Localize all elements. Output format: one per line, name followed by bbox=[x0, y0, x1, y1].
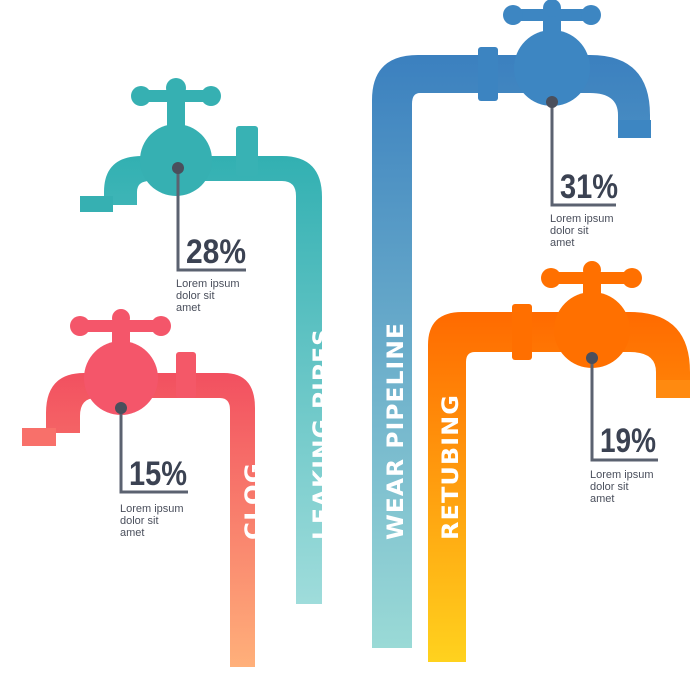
callout-line bbox=[550, 102, 616, 207]
desc-line: dolor sit bbox=[176, 290, 215, 302]
valve-stem bbox=[112, 330, 130, 352]
pipe-label-wear: WEAR PIPELINE bbox=[384, 322, 409, 540]
desc-line: amet bbox=[120, 527, 144, 539]
value-clog: 15% bbox=[129, 455, 187, 493]
valve-body bbox=[140, 124, 212, 196]
callout-retubing bbox=[590, 358, 658, 462]
callout-wear bbox=[550, 102, 616, 207]
handle-knob bbox=[70, 316, 90, 336]
desc-retubing: Lorem ipsum dolor sit amet bbox=[590, 469, 654, 505]
faucet-retubing bbox=[428, 261, 690, 662]
desc-line: amet bbox=[590, 493, 614, 505]
desc-line: amet bbox=[550, 237, 574, 249]
valve-stem bbox=[167, 102, 185, 128]
spout-tip bbox=[22, 428, 56, 446]
handle-knob bbox=[151, 316, 171, 336]
handle-knob bbox=[166, 78, 186, 98]
faucet-leaking-pipes bbox=[80, 78, 322, 604]
handle-knob bbox=[112, 309, 130, 327]
desc-line: Lorem ipsum bbox=[176, 278, 240, 290]
pipe-collar bbox=[176, 352, 196, 398]
callout-line bbox=[590, 358, 658, 462]
pipe-collar bbox=[236, 126, 258, 176]
desc-line: Lorem ipsum bbox=[590, 469, 654, 481]
pipe-retubing bbox=[428, 312, 690, 662]
handle-knob bbox=[131, 86, 151, 106]
handle-knob bbox=[543, 0, 561, 17]
desc-leaking: Lorem ipsum dolor sit amet bbox=[176, 278, 240, 314]
desc-wear: Lorem ipsum dolor sit amet bbox=[550, 213, 614, 249]
desc-line: dolor sit bbox=[590, 481, 629, 493]
desc-line: Lorem ipsum bbox=[120, 503, 184, 515]
desc-line: amet bbox=[176, 302, 200, 314]
pipe-wear bbox=[372, 55, 650, 648]
pipe-label-clog: CLOG bbox=[242, 462, 267, 540]
handle-knob bbox=[622, 268, 642, 288]
spout-tip bbox=[656, 380, 690, 398]
pipe-clog bbox=[46, 373, 255, 667]
handle-knob bbox=[581, 5, 601, 25]
callout-dot bbox=[586, 352, 598, 364]
callout-dot bbox=[546, 96, 558, 108]
faucet-clog bbox=[22, 309, 255, 667]
pipe-label-leaking: LEAKING PIPES bbox=[310, 328, 335, 540]
handle-knob bbox=[201, 86, 221, 106]
value-retubing: 19% bbox=[600, 422, 656, 460]
value-wear: 31% bbox=[560, 168, 618, 206]
callout-dot bbox=[172, 162, 184, 174]
spout-tip bbox=[80, 196, 113, 212]
valve-body bbox=[84, 341, 158, 415]
desc-line: dolor sit bbox=[550, 225, 589, 237]
callout-line bbox=[119, 408, 188, 494]
valve-body bbox=[514, 30, 590, 106]
spout-tip bbox=[618, 120, 651, 138]
desc-line: dolor sit bbox=[120, 515, 159, 527]
valve-body bbox=[554, 292, 630, 368]
pipe-leaking bbox=[104, 156, 322, 604]
desc-line: Lorem ipsum bbox=[550, 213, 614, 225]
callout-line bbox=[176, 168, 246, 272]
faucet-wear-pipeline bbox=[372, 0, 651, 648]
valve-stem bbox=[543, 18, 561, 40]
pipe-collar bbox=[512, 304, 532, 360]
desc-clog: Lorem ipsum dolor sit amet bbox=[120, 503, 184, 539]
handle-knob bbox=[583, 261, 601, 279]
value-leaking: 28% bbox=[186, 233, 246, 271]
handle-knob bbox=[503, 5, 523, 25]
callout-leaking bbox=[176, 168, 246, 272]
callout-clog bbox=[119, 408, 188, 494]
valve-stem bbox=[583, 283, 601, 305]
handle-knob bbox=[541, 268, 561, 288]
callout-dot bbox=[115, 402, 127, 414]
pipe-label-retubing: RETUBING bbox=[439, 394, 464, 540]
pipe-collar bbox=[478, 47, 498, 101]
